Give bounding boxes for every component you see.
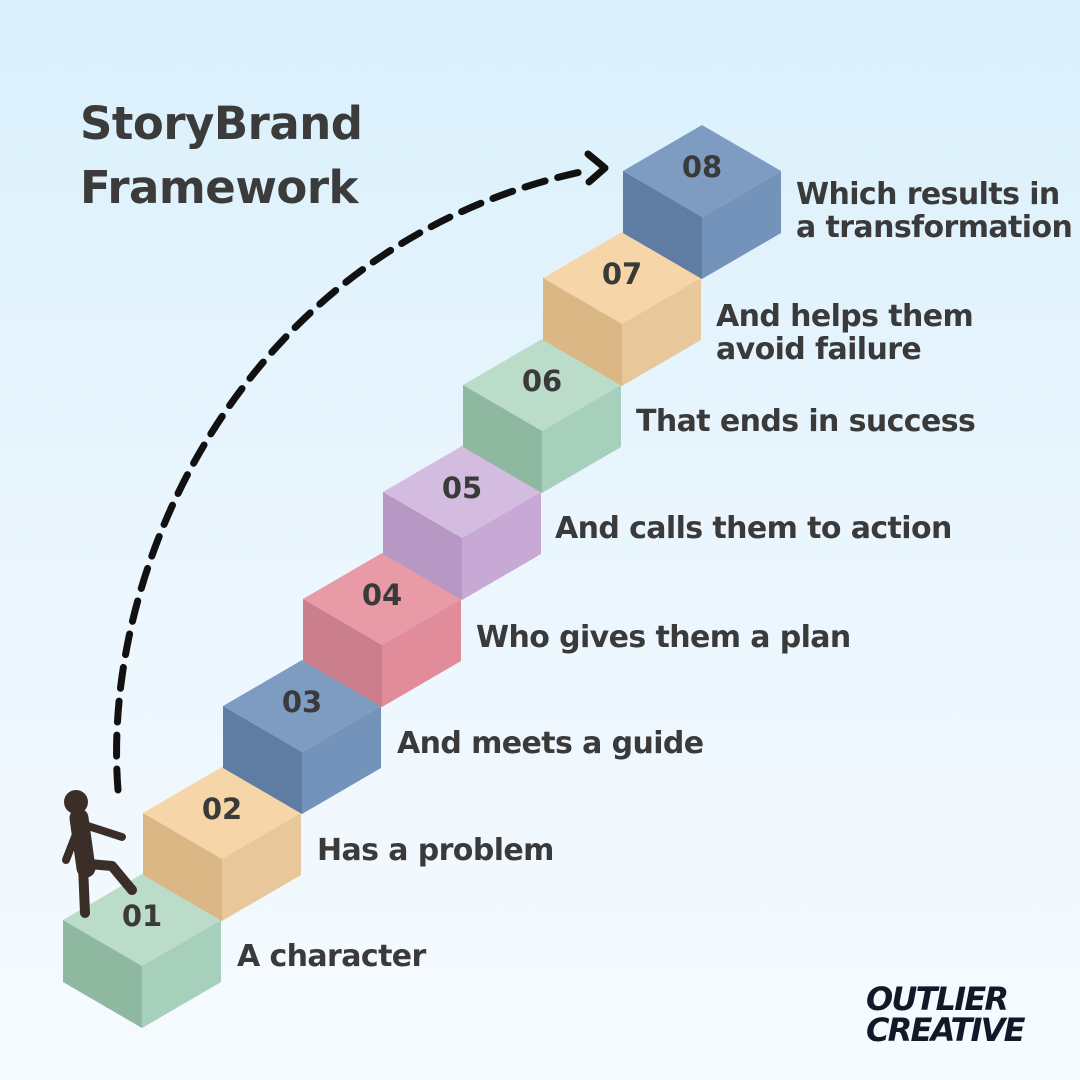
step-left-face [223, 706, 302, 814]
step-label: Which results in a transformation [796, 177, 1073, 245]
walking-person-icon [62, 790, 137, 918]
step-number: 04 [362, 578, 402, 612]
title-line-2: Framework [80, 161, 358, 214]
step-number: 06 [522, 364, 562, 398]
step-number: 08 [682, 150, 722, 184]
step-left-face [543, 278, 622, 386]
step-label: A character [237, 939, 426, 974]
title-line-1: StoryBrand [80, 97, 363, 150]
step-left-face [63, 920, 142, 1028]
step-label: Who gives them a plan [476, 620, 851, 655]
step-right-face [622, 278, 701, 386]
dashed-curved-arrow-icon [113, 150, 609, 794]
logo-line-1: OUTLIER [866, 980, 1009, 1018]
step-right-face [222, 813, 301, 921]
step-label: And calls them to action [555, 511, 952, 546]
step-label: And helps them avoid failure [716, 299, 974, 367]
step-left-face [463, 385, 542, 493]
step-number: 03 [282, 685, 322, 719]
step-block: 08 [623, 125, 781, 279]
step-right-face [302, 706, 381, 814]
step-label: That ends in success [636, 404, 976, 439]
step-label: Has a problem [317, 833, 554, 868]
step-number: 01 [122, 899, 162, 933]
step-left-face [303, 599, 382, 707]
step-right-face [702, 171, 781, 279]
step-right-face [142, 920, 221, 1028]
step-left-face [143, 813, 222, 921]
logo-line-2: CREATIVE [866, 1011, 1025, 1049]
step-number: 02 [202, 792, 242, 826]
step-label: And meets a guide [397, 726, 704, 761]
step-number: 07 [602, 257, 642, 291]
step-left-face [623, 171, 702, 279]
step-left-face [383, 492, 462, 600]
step-right-face [462, 492, 541, 600]
step-right-face [542, 385, 621, 493]
step-right-face [382, 599, 461, 707]
brand-logo: OUTLIER CREATIVE [866, 980, 1056, 1049]
step-number: 05 [442, 471, 482, 505]
page-title: StoryBrand Framework [80, 92, 363, 220]
